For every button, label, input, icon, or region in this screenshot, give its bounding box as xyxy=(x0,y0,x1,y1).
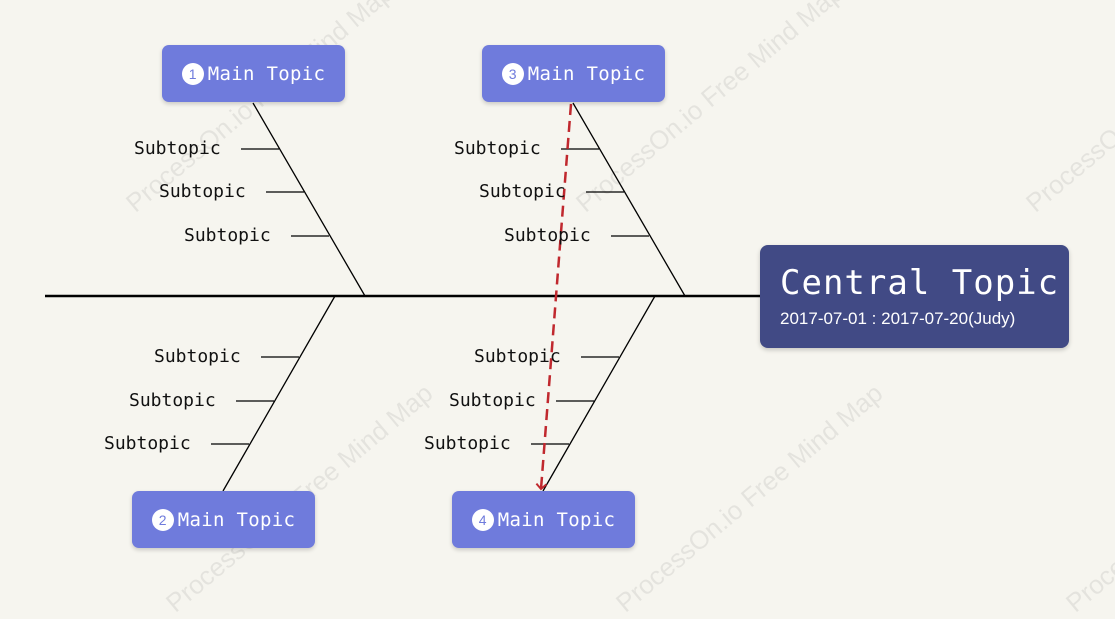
topic-3-bone xyxy=(572,102,686,297)
subtopic[interactable]: Subtopic xyxy=(479,181,566,202)
main-topic-label: Main Topic xyxy=(527,62,646,85)
main-topic-label: Main Topic xyxy=(177,508,296,531)
central-topic[interactable]: Central Topic 2017-07-01 : 2017-07-20(Ju… xyxy=(760,245,1069,348)
main-topic-label: Main Topic xyxy=(497,508,616,531)
central-topic-date: 2017-07-01 : 2017-07-20(Judy) xyxy=(780,309,1016,328)
subtopic[interactable]: Subtopic xyxy=(159,181,246,202)
subtopic[interactable]: Subtopic xyxy=(504,225,591,246)
main-topic-1[interactable]: 1 Main Topic xyxy=(162,45,345,102)
subtopic[interactable]: Subtopic xyxy=(134,138,221,159)
number-badge: 4 xyxy=(471,508,494,531)
number-badge: 2 xyxy=(151,508,174,531)
subtopic[interactable]: Subtopic xyxy=(154,346,241,367)
number-badge: 3 xyxy=(501,62,524,85)
subtopic[interactable]: Subtopic xyxy=(184,225,271,246)
main-topic-4[interactable]: 4 Main Topic xyxy=(452,491,635,548)
subtopic[interactable]: Subtopic xyxy=(424,433,511,454)
main-topic-2[interactable]: 2 Main Topic xyxy=(132,491,315,548)
topic-2-bone xyxy=(222,295,336,492)
subtopic[interactable]: Subtopic xyxy=(474,346,561,367)
subtopic[interactable]: Subtopic xyxy=(129,390,216,411)
subtopic[interactable]: Subtopic xyxy=(449,390,536,411)
topic-4-bone xyxy=(542,295,656,492)
number-badge: 1 xyxy=(181,62,204,85)
subtopic[interactable]: Subtopic xyxy=(104,433,191,454)
subtopic[interactable]: Subtopic xyxy=(454,138,541,159)
dependency-arrow[interactable] xyxy=(535,103,573,491)
main-topic-label: Main Topic xyxy=(207,62,326,85)
topic-1-bone xyxy=(252,102,366,297)
central-topic-title: Central Topic xyxy=(780,263,1060,303)
main-topic-3[interactable]: 3 Main Topic xyxy=(482,45,665,102)
